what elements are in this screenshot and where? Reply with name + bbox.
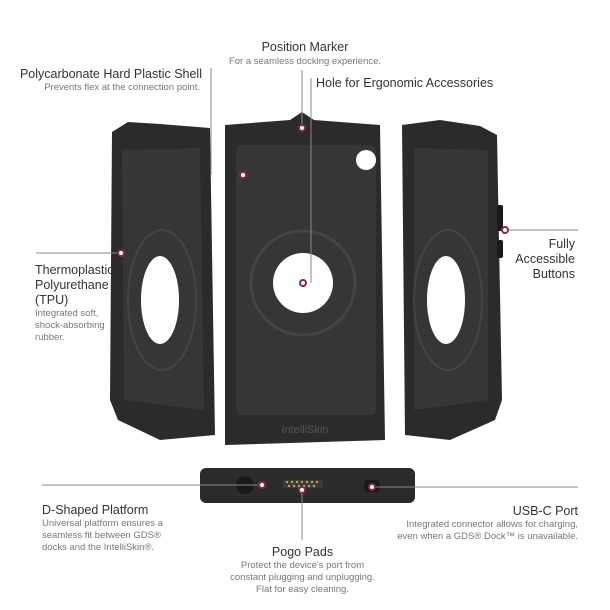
- buttons-title-3: Buttons: [532, 267, 575, 281]
- usbc-callout: USB-C Port Integrated connector allows f…: [397, 503, 578, 543]
- pogo-desc-3: Flat for easy cleaning.: [256, 584, 349, 595]
- left-hole: [141, 256, 179, 344]
- hole-title: Hole for Ergonomic Accessories: [316, 76, 494, 90]
- logo-text: IntelliSkin: [281, 424, 328, 436]
- callout-dots: [117, 124, 509, 494]
- tpu-title-3: (TPU): [35, 293, 69, 307]
- tpu-desc-1: Integrated soft,: [35, 308, 99, 319]
- pogo-desc-2: constant plugging and unplugging.: [230, 572, 375, 583]
- side-button: [497, 205, 503, 231]
- tpu-title-1: Thermoplastic: [35, 263, 114, 277]
- left-case-piece: [110, 122, 215, 440]
- d-platform-desc-1: Universal platform ensures a: [42, 518, 163, 529]
- buttons-title-1: Fully: [548, 237, 575, 251]
- shell-title: Polycarbonate Hard Plastic Shell: [19, 67, 202, 81]
- pogo-callout: Pogo Pads Protect the device's port from…: [200, 544, 405, 596]
- usbc-desc-1: Integrated connector allows for charging…: [406, 519, 578, 530]
- d-platform-title: D-Shaped Platform: [42, 503, 149, 517]
- shell-desc: Prevents flex at the connection point.: [44, 82, 200, 93]
- usbc-desc-2: even when a GDS® Dock™ is unavailable.: [397, 531, 578, 542]
- pogo-title: Pogo Pads: [271, 545, 334, 559]
- side-button: [497, 240, 503, 258]
- d-platform-callout: D-Shaped Platform Universal platform ens…: [42, 502, 163, 554]
- right-case-piece: [402, 120, 503, 440]
- d-platform-desc-3: docks and the IntelliSkin®.: [42, 542, 155, 553]
- center-case-piece: IntelliSkin: [225, 112, 385, 445]
- buttons-title-2: Accessible: [515, 252, 575, 266]
- buttons-callout: Fully Accessible Buttons: [515, 237, 575, 282]
- tpu-title-2: Polyurethane: [35, 278, 109, 292]
- position-marker-title: Position Marker: [261, 40, 349, 54]
- accessory-hole: [356, 150, 376, 170]
- position-marker-desc: For a seamless docking experience.: [228, 56, 382, 67]
- usbc-title: USB-C Port: [512, 504, 578, 518]
- tpu-callout: Thermoplastic Polyurethane (TPU) Integra…: [35, 263, 114, 344]
- pogo-desc-1: Protect the device's port from: [240, 560, 365, 571]
- tpu-desc-2: shock-absorbing: [35, 320, 105, 331]
- leader-lines: [36, 68, 578, 540]
- tpu-desc-3: rubber.: [35, 332, 65, 343]
- dock-bottom-piece: [200, 468, 415, 503]
- d-platform-desc-2: seamless fit between GDS®: [42, 530, 161, 541]
